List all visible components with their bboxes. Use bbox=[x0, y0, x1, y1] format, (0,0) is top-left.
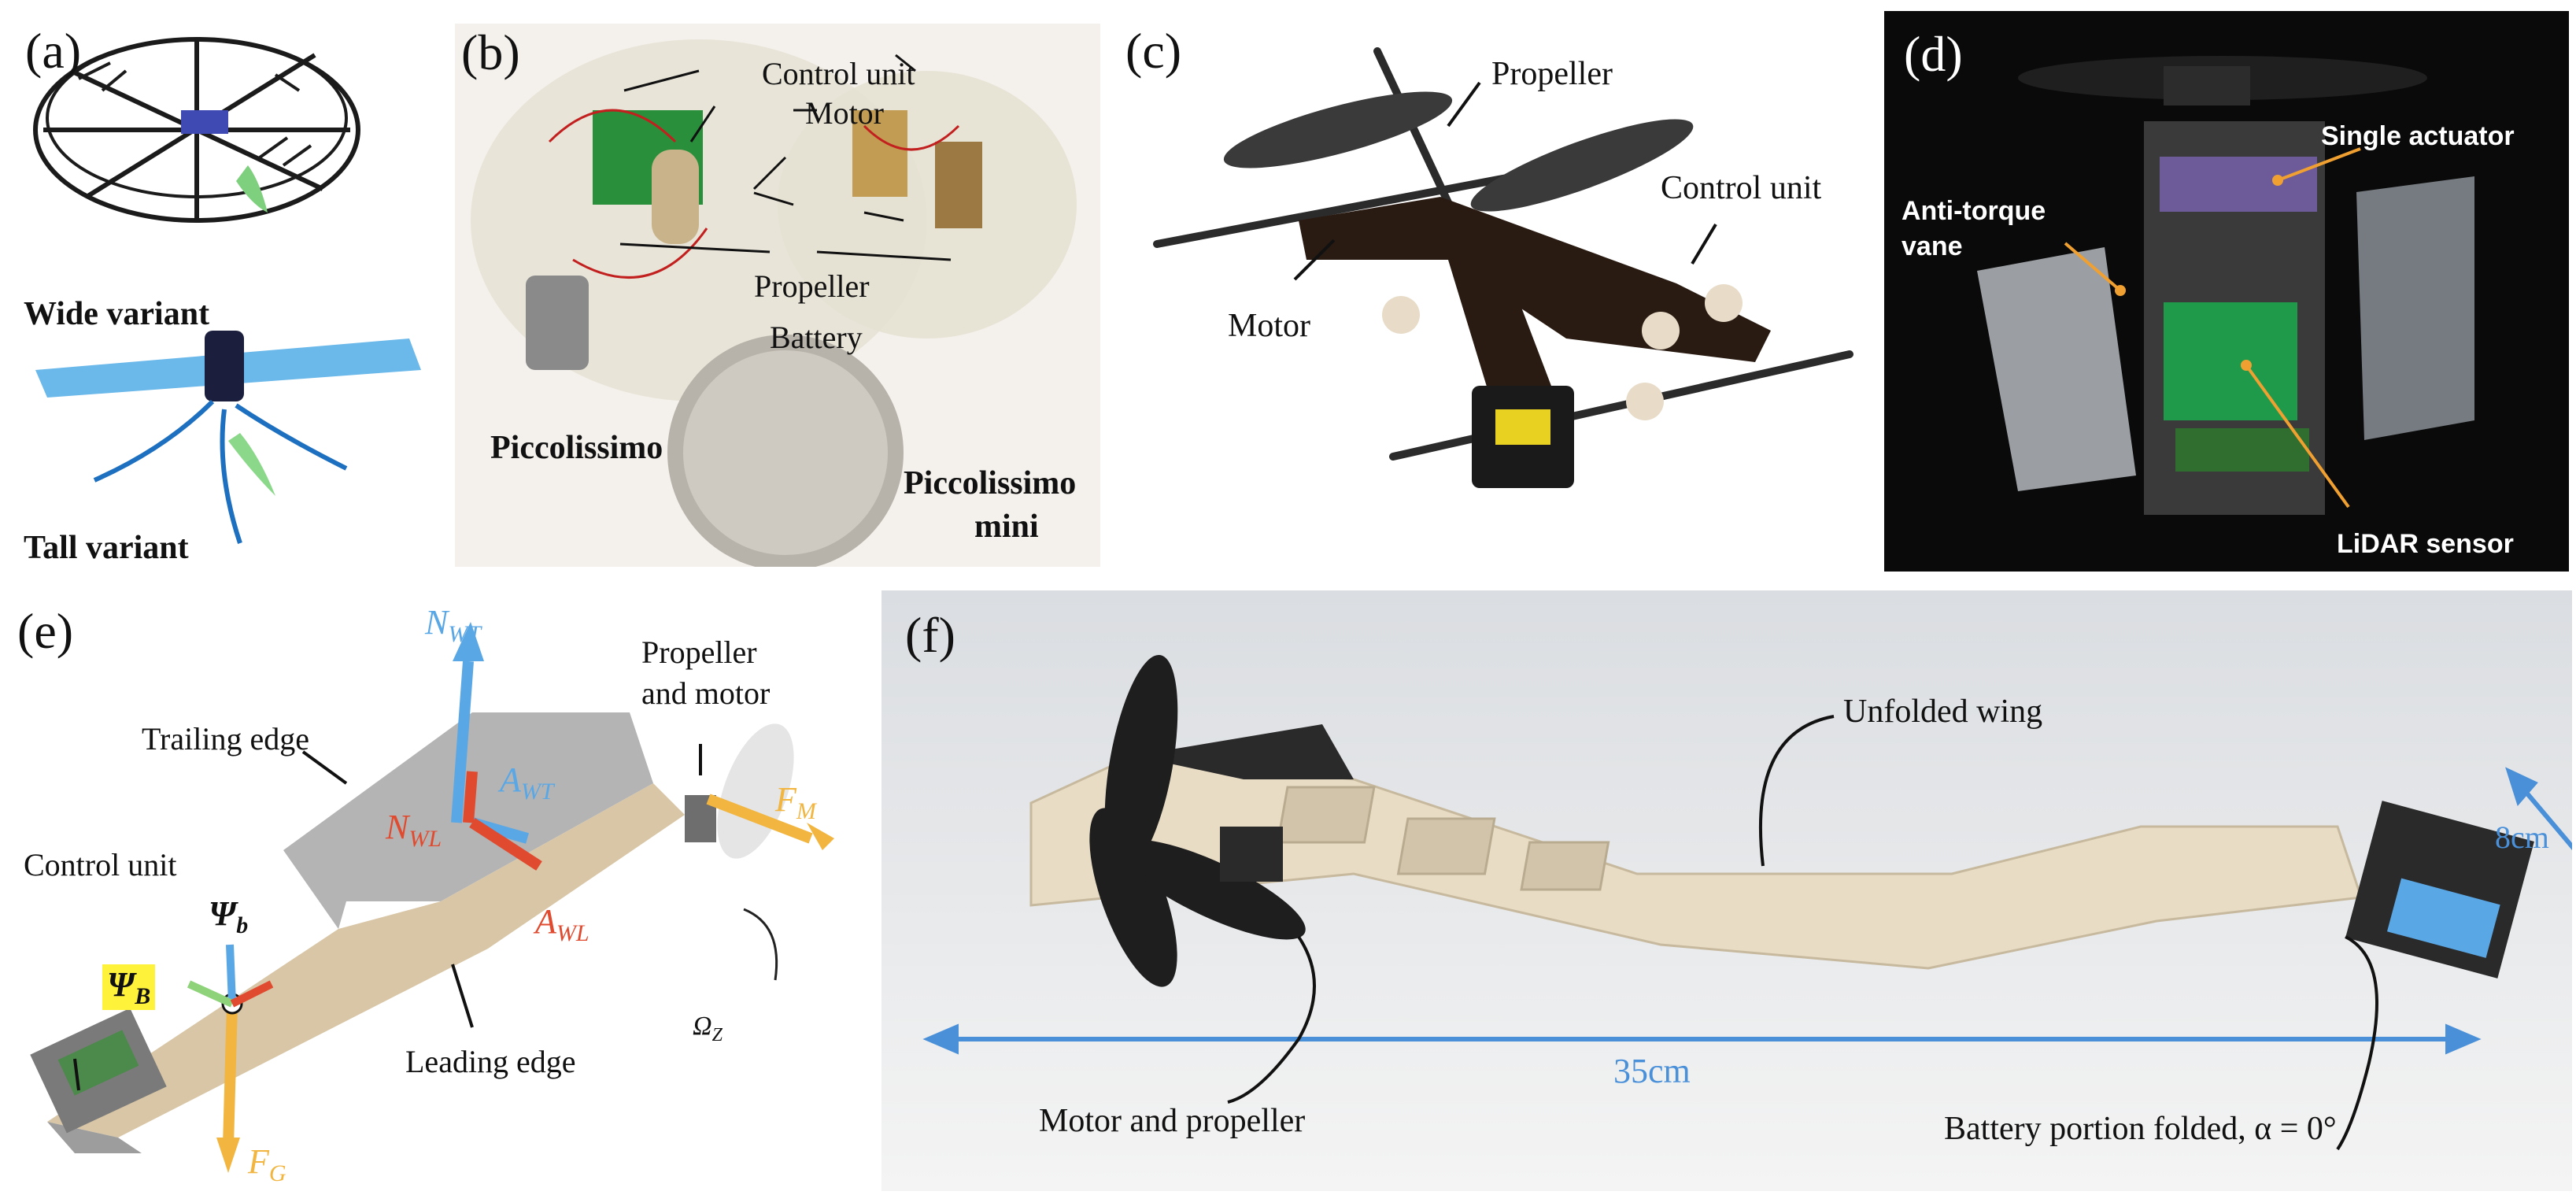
leading-edge-label: Leading edge bbox=[405, 1044, 576, 1079]
f-g-subscript: G bbox=[268, 1160, 286, 1186]
anti-torque-vane-right bbox=[2356, 176, 2474, 440]
n-wl-symbol: N bbox=[386, 808, 409, 846]
leading-wing-panel bbox=[47, 783, 685, 1138]
propeller-left-blade bbox=[1223, 91, 1453, 168]
panel-f-label: (f) bbox=[905, 607, 955, 663]
propeller-motor-label-1: Propeller bbox=[641, 634, 757, 670]
panel-b-label: (b) bbox=[461, 24, 520, 80]
psi-b-subscript: b bbox=[236, 912, 249, 938]
panel-a-label: (a) bbox=[25, 23, 82, 79]
n-wt-symbol: N bbox=[425, 603, 449, 642]
anti-torque-label-1: Anti-torque bbox=[1902, 196, 2046, 226]
control-unit-label: Control unit bbox=[762, 56, 915, 91]
panel-c: (c) Propeller Control unit Motor bbox=[1110, 0, 1865, 567]
f-g-arrow bbox=[223, 1003, 238, 1146]
motor-and-propeller-assembly bbox=[1089, 654, 1306, 987]
battery-label: Battery bbox=[770, 320, 863, 355]
n-wl-arrow bbox=[463, 771, 478, 823]
motor-label-c: Motor bbox=[1228, 308, 1310, 344]
n-wl-subscript: WL bbox=[408, 825, 442, 852]
f-m-subscript: M bbox=[796, 797, 816, 824]
panel-c-photo bbox=[1153, 47, 1853, 488]
wide-variant-label: Wide variant bbox=[24, 296, 210, 332]
omega-z-symbol: Ω bbox=[693, 1012, 712, 1041]
propeller-motor-label-2: and motor bbox=[641, 675, 771, 711]
psi-b-label: Ψb bbox=[209, 893, 248, 939]
wide-variant-board bbox=[181, 110, 228, 134]
width-label: 8cm bbox=[2495, 819, 2549, 855]
panel-b-photo bbox=[471, 39, 1077, 567]
control-unit-label-e: Control unit bbox=[24, 847, 177, 882]
psi-B-subscript: B bbox=[135, 982, 151, 1009]
piccolissimo-mini-label-2: mini bbox=[974, 509, 1039, 545]
panel-c-label: (c) bbox=[1125, 23, 1182, 79]
battery-portion bbox=[2345, 801, 2534, 979]
motor-propeller-label: Motor and propeller bbox=[1039, 1103, 1306, 1139]
f-m-symbol: F bbox=[775, 780, 796, 819]
length-label: 35cm bbox=[1613, 1052, 1691, 1090]
panel-f-photo bbox=[881, 590, 2572, 1191]
tall-variant-drone bbox=[35, 331, 421, 544]
omega-z-rotation bbox=[743, 908, 778, 981]
propeller-label: Propeller bbox=[754, 268, 870, 304]
panel-d-label: (d) bbox=[1904, 26, 1963, 82]
panel-d-photo bbox=[1977, 56, 2474, 515]
carbon-rod-2 bbox=[1389, 350, 1853, 461]
lidar-sensor bbox=[2164, 302, 2297, 420]
a-wt-subscript: WT bbox=[520, 778, 554, 805]
piccolissimo-mini-label-1: Piccolissimo bbox=[904, 465, 1077, 501]
carbon-rod-1 bbox=[1153, 173, 1515, 248]
panel-a: (a) Wide variant Tall variant bbox=[0, 0, 441, 575]
f-g-label: FG bbox=[248, 1141, 286, 1187]
psi-B-label: ΨB bbox=[102, 964, 156, 1010]
panel-d: (d) Single actuator Anti-torque vane LiD… bbox=[1884, 11, 2569, 572]
panel-e-diagram bbox=[30, 622, 834, 1173]
a-wt-label: AWT bbox=[500, 760, 554, 805]
f-m-arrow bbox=[706, 794, 813, 844]
width-dimension-line bbox=[2516, 782, 2572, 851]
anti-torque-label-2: vane bbox=[1902, 231, 1963, 261]
piccolissimo-label: Piccolissimo bbox=[490, 430, 663, 466]
psi-b-symbol: Ψ bbox=[209, 894, 237, 933]
a-wl-symbol: A bbox=[535, 902, 556, 941]
battery-folded-label: Battery portion folded, α = 0° bbox=[1944, 1111, 2337, 1147]
f-g-symbol: F bbox=[248, 1142, 269, 1181]
psi-B-symbol: Ψ bbox=[107, 965, 135, 1004]
piccolissimo-motor bbox=[652, 150, 699, 244]
wide-variant-propeller bbox=[236, 165, 268, 213]
omega-z-subscript: Z bbox=[711, 1024, 723, 1045]
motor-label: Motor bbox=[805, 95, 884, 131]
a-wl-arrow bbox=[469, 818, 542, 871]
a-wl-subscript: WL bbox=[556, 919, 589, 946]
drone-body bbox=[1299, 197, 1771, 362]
a-wt-symbol: A bbox=[500, 760, 521, 799]
piccolissimo-battery bbox=[526, 276, 589, 370]
n-wt-label: NWT bbox=[425, 602, 481, 648]
panel-b: (b) Control unit Motor Propeller Battery… bbox=[455, 24, 1100, 567]
a-wl-label: AWL bbox=[535, 901, 589, 947]
propeller-right-blade bbox=[1470, 119, 1694, 212]
panel-f: (f) Unfolded wing 8cm 35cm Motor and pro… bbox=[881, 590, 2572, 1191]
propeller-label-c: Propeller bbox=[1491, 56, 1613, 92]
anti-torque-vane-left bbox=[1977, 247, 2136, 491]
panel-e-label: (e) bbox=[17, 603, 74, 659]
f-m-label: FM bbox=[775, 779, 816, 825]
mini-motor bbox=[935, 142, 982, 228]
lidar-sensor-label: LiDAR sensor bbox=[2337, 529, 2514, 559]
omega-z-label: ΩZ bbox=[693, 1012, 723, 1046]
n-wt-subscript: WT bbox=[448, 620, 482, 647]
panel-e: (e) NWT AWT NWL AWL FM FG Ψb ΨB ΩZ Prope… bbox=[0, 586, 866, 1195]
panel-a-photos bbox=[33, 37, 421, 544]
unfolded-wing-label: Unfolded wing bbox=[1843, 694, 2043, 730]
trailing-edge-label: Trailing edge bbox=[142, 721, 309, 757]
n-wt-arrow bbox=[451, 660, 474, 823]
tall-variant-label: Tall variant bbox=[24, 530, 189, 566]
control-unit-label-c: Control unit bbox=[1661, 170, 1822, 206]
n-wl-label: NWL bbox=[386, 807, 442, 853]
single-actuator-label: Single actuator bbox=[2321, 121, 2515, 151]
